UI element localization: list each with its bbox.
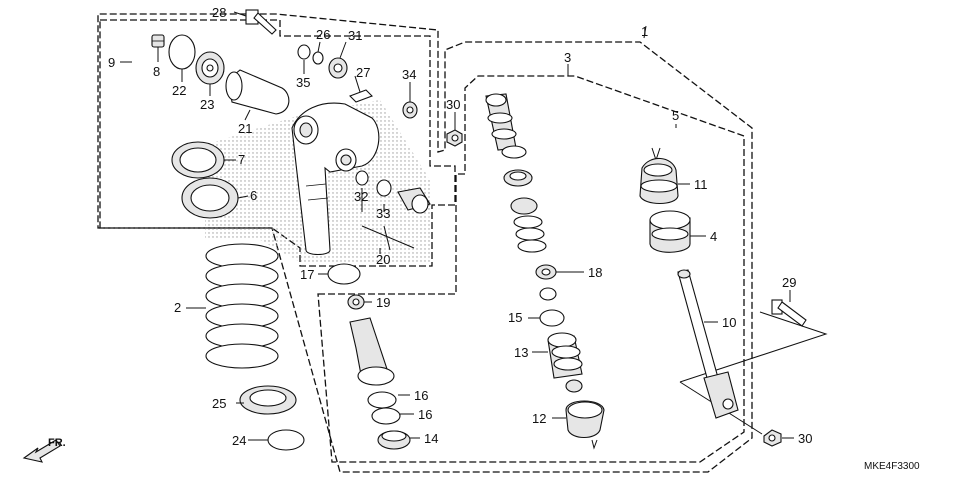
washer-small (539, 287, 557, 301)
arrow-mark (591, 439, 598, 450)
callout-19: 19 (376, 295, 390, 310)
clip-27 (349, 89, 373, 103)
callout-28: 28 (212, 5, 226, 20)
ring-17 (327, 263, 361, 285)
bump-rubber (349, 317, 395, 386)
callout-20: 20 (376, 252, 390, 267)
grommet-34 (402, 101, 418, 119)
callout-25: 25 (212, 396, 226, 411)
bladder-21 (225, 69, 290, 115)
callout-6: 6 (250, 188, 257, 203)
o-ring-33 (376, 179, 392, 197)
nut-31 (328, 57, 348, 79)
callout-2: 2 (174, 300, 181, 315)
nut-19 (347, 294, 365, 310)
callout-labels: 1 2 3 4 5 6 7 8 9 10 11 12 13 14 15 16 1… (108, 5, 812, 448)
bump-stop-11 (639, 157, 679, 205)
bellows-13 (547, 332, 583, 379)
callout-4: 4 (710, 229, 717, 244)
adjuster-20 (397, 187, 431, 214)
callout-7: 7 (238, 152, 245, 167)
stopper-4 (649, 210, 691, 253)
callout-23: 23 (200, 97, 214, 112)
callout-14: 14 (424, 431, 438, 446)
washer-26 (312, 51, 324, 65)
callout-31: 31 (348, 28, 362, 43)
callout-15: 15 (508, 310, 522, 325)
o-ring-16a (367, 391, 397, 409)
piston-stack (485, 93, 547, 253)
callout-5: 5 (672, 108, 679, 123)
spring-2 (205, 243, 279, 369)
nut-30-lower (763, 429, 782, 447)
washer-18 (535, 264, 557, 280)
washer-lower (565, 379, 583, 393)
cap-23 (195, 51, 225, 85)
callout-18: 18 (588, 265, 602, 280)
callout-10: 10 (722, 315, 736, 330)
spring-seat-25 (239, 385, 297, 415)
callout-1: 1 (641, 24, 648, 39)
callout-16b: 16 (418, 407, 432, 422)
callout-9: 9 (108, 55, 115, 70)
boundary-1 (97, 13, 753, 473)
front-direction-indicator: FR. (22, 437, 66, 463)
callout-12: 12 (532, 411, 546, 426)
lock-nut-6 (181, 177, 239, 219)
o-ring-22 (168, 34, 196, 70)
callout-34: 34 (402, 67, 416, 82)
bolt-28 (245, 9, 277, 35)
callout-13: 13 (514, 345, 528, 360)
lock-ring-7 (171, 141, 225, 179)
callout-30b: 30 (798, 431, 812, 446)
callout-26: 26 (316, 27, 330, 42)
callout-16a: 16 (414, 388, 428, 403)
callout-29: 29 (782, 275, 796, 290)
callout-24: 24 (232, 433, 246, 448)
callout-8: 8 (153, 64, 160, 79)
cap-12 (565, 400, 605, 439)
boundary-bolt-group (679, 311, 828, 383)
o-ring-16b (371, 407, 401, 425)
o-ring-32 (355, 170, 369, 186)
callout-11: 11 (694, 177, 708, 192)
fitting-8 (151, 34, 165, 48)
o-ring-15 (539, 309, 565, 327)
callout-33: 33 (376, 206, 390, 221)
o-ring-35 (297, 44, 311, 60)
damper-rod-10 (677, 269, 739, 419)
bolt-29 (771, 299, 807, 327)
leader-lines (120, 11, 794, 441)
callout-22: 22 (172, 83, 186, 98)
callout-35: 35 (296, 75, 310, 90)
direction-label: FR. (48, 437, 66, 449)
callout-30a: 30 (446, 97, 460, 112)
callout-17: 17 (300, 267, 314, 282)
callout-3: 3 (564, 50, 571, 65)
callout-21: 21 (238, 121, 252, 136)
reservoir-body (291, 102, 380, 256)
diagram-code: MKE4F3300 (864, 461, 920, 472)
callout-27: 27 (356, 65, 370, 80)
callout-32: 32 (354, 189, 368, 204)
stopper-ring-24 (267, 429, 305, 451)
nut-30-upper (446, 129, 463, 147)
bushing-14 (377, 430, 411, 450)
